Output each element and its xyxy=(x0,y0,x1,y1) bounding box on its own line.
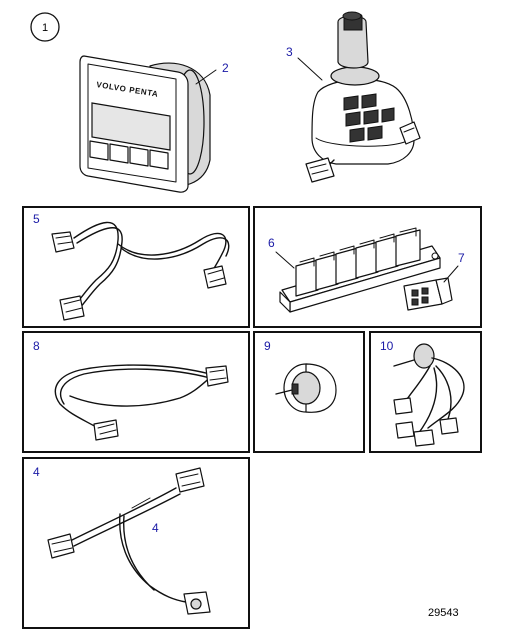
connector-module-6 xyxy=(279,227,441,313)
leader-2 xyxy=(195,69,217,85)
cable-8 xyxy=(54,364,229,441)
display-unit: VOLVO PENTA xyxy=(79,55,211,193)
callout-4a: 4 xyxy=(33,465,40,479)
box-part-4 xyxy=(22,457,250,629)
box-part-8 xyxy=(22,331,250,453)
leader-7 xyxy=(443,265,459,283)
callout-8: 8 xyxy=(33,339,40,353)
leader-4 xyxy=(131,497,151,509)
box-part-10 xyxy=(369,331,482,453)
box-part-6-7 xyxy=(253,206,482,328)
leader-6 xyxy=(275,251,295,269)
callout-3: 3 xyxy=(286,45,293,59)
box-part-5 xyxy=(22,206,250,328)
sheet-number: 1 xyxy=(42,22,48,34)
callout-2: 2 xyxy=(222,61,229,75)
callout-7: 7 xyxy=(458,251,465,265)
harness-5 xyxy=(51,221,230,321)
harness-4 xyxy=(47,467,211,615)
joystick-buttons xyxy=(343,93,395,143)
display-buttons xyxy=(89,140,169,170)
figure-id: 29543 xyxy=(428,607,459,619)
callout-5: 5 xyxy=(33,212,40,226)
leader-3 xyxy=(297,57,323,81)
sheet-number-badge: 1 xyxy=(30,12,60,42)
joystick-control xyxy=(305,11,421,183)
box-part-9 xyxy=(253,331,365,453)
callout-4b: 4 xyxy=(152,521,159,535)
callout-6: 6 xyxy=(268,236,275,250)
callout-10: 10 xyxy=(380,339,394,353)
connector-7 xyxy=(403,277,453,311)
harness-10 xyxy=(393,343,465,447)
sensor-9 xyxy=(275,363,337,413)
callout-9: 9 xyxy=(264,339,271,353)
